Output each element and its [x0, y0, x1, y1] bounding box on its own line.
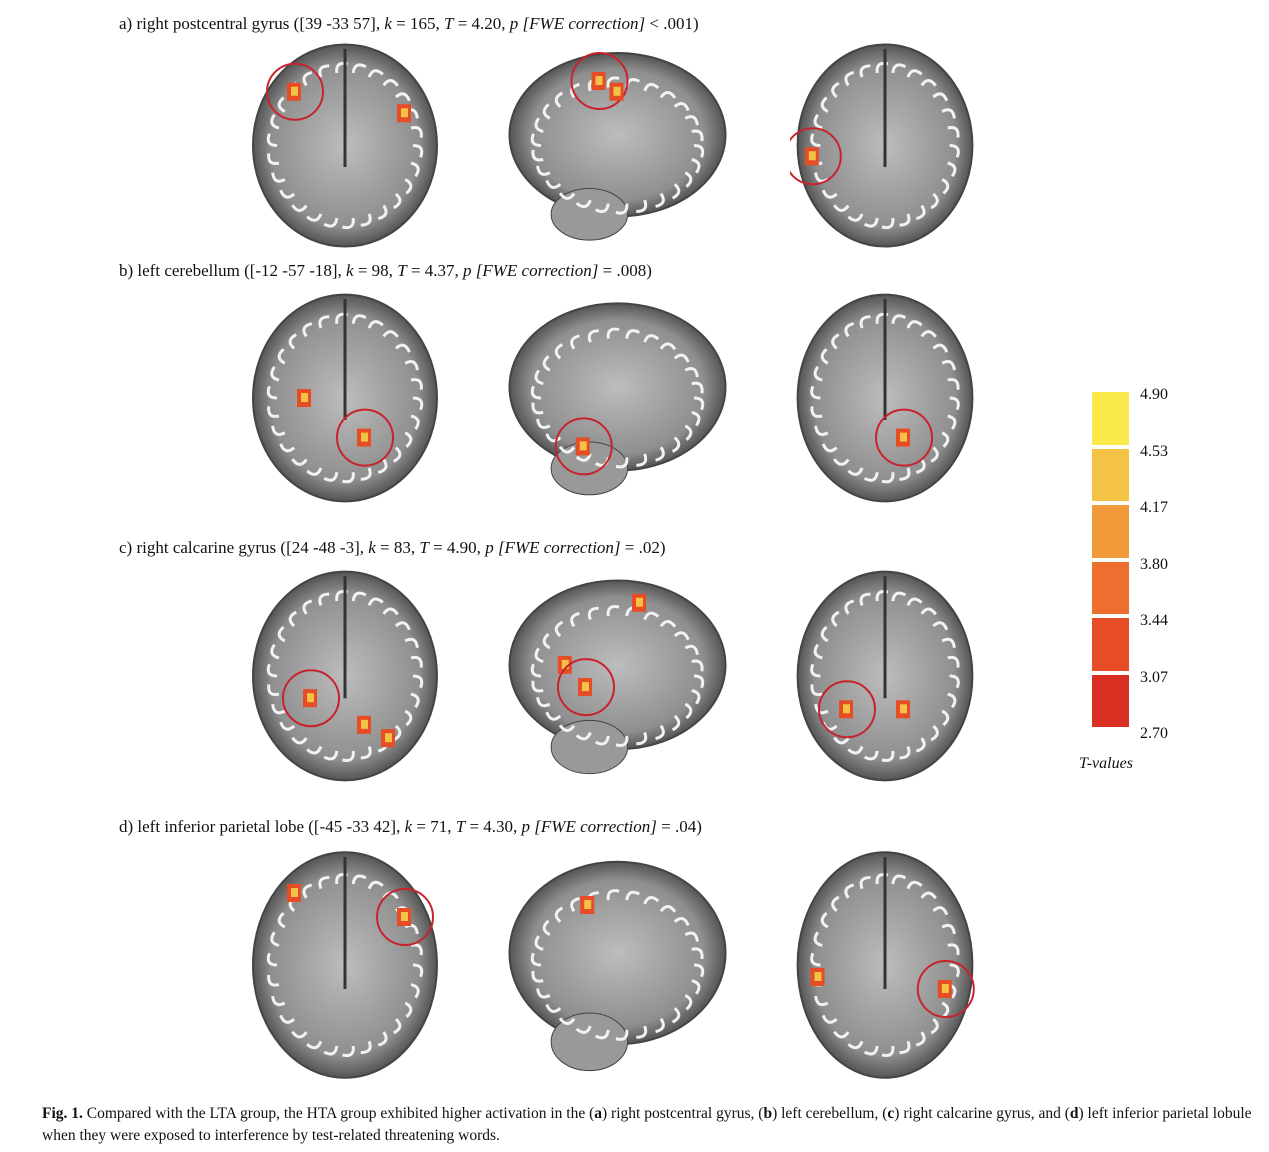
heading-k: k — [384, 14, 392, 33]
colorbar-swatch — [1092, 505, 1129, 558]
brain-slice — [252, 570, 438, 782]
brain-slice — [508, 579, 727, 775]
caption-text: ) left inferior parietal lobule when the… — [42, 1105, 1252, 1144]
colorbar-swatch — [1092, 392, 1129, 445]
heading-T-val: = 4.20, — [453, 14, 510, 33]
panel-heading: d) left inferior parietal lobe ([-45 -33… — [119, 817, 702, 837]
heading-k-val: = 98, — [353, 261, 398, 280]
colorbar-tick-label: 3.07 — [1140, 668, 1168, 686]
heading-fwe: [FWE correction] — [493, 538, 621, 557]
heading-prefix: b) left cerebellum ([-12 -57 -18], — [119, 261, 347, 280]
heading-T: T — [419, 538, 429, 557]
heading-p-val: = .02) — [620, 538, 666, 557]
colorbar-tick-label: 4.90 — [1140, 386, 1168, 403]
colorbar-swatch — [1092, 561, 1129, 614]
heading-fwe: [FWE correction] — [530, 817, 657, 836]
colorbar-tick-label: 4.17 — [1140, 499, 1168, 516]
heading-k: k — [346, 261, 354, 280]
colorbar-swatch — [1092, 618, 1129, 671]
heading-p-val: = .04) — [656, 817, 702, 836]
heading-T: T — [397, 261, 407, 280]
caption-text: Compared with the LTA group, the HTA gro… — [82, 1105, 595, 1122]
brain-slice — [508, 860, 727, 1072]
heading-k-val: = 165, — [391, 14, 444, 33]
brain-slice — [252, 293, 438, 503]
heading-fwe: [FWE correction] — [518, 14, 646, 33]
heading-fwe: [FWE correction] — [471, 261, 599, 280]
caption-label: Fig. 1. — [42, 1105, 83, 1122]
heading-k: k — [368, 538, 376, 557]
caption-text: c — [887, 1105, 895, 1122]
brain-slice — [252, 851, 438, 1079]
caption-text: ) right calcarine gyrus, and ( — [894, 1105, 1070, 1122]
brain-slice — [796, 570, 974, 782]
colorbar-tick-label: 4.53 — [1140, 442, 1168, 460]
heading-prefix: c) right calcarine gyrus ([24 -48 -3], — [119, 538, 369, 557]
heading-T: T — [455, 817, 466, 836]
heading-T: T — [443, 14, 454, 33]
colorbar-tick-label: 3.44 — [1140, 612, 1168, 629]
brain-slice — [252, 43, 438, 248]
figure-caption: Fig. 1. Compared with the LTA group, the… — [42, 1103, 1252, 1147]
heading-p-val: < .001) — [645, 14, 699, 33]
caption-text: ) right postcentral gyrus, ( — [602, 1105, 764, 1122]
panel-heading: a) right postcentral gyrus ([39 -33 57],… — [119, 14, 699, 34]
brain-slice — [508, 52, 727, 241]
panel-heading: c) right calcarine gyrus ([24 -48 -3], k… — [119, 538, 666, 558]
caption-text: b — [763, 1105, 773, 1122]
heading-p: p — [463, 261, 472, 280]
heading-p-val: = .008) — [598, 261, 652, 280]
brain-slice — [796, 293, 974, 503]
caption-text: d — [1069, 1105, 1079, 1122]
heading-p: p — [521, 817, 531, 836]
brain-slice — [790, 43, 974, 248]
colorbar-swatch — [1092, 448, 1129, 501]
colorbar-title: T-values — [1079, 755, 1133, 773]
colorbar-tick-label: 2.70 — [1140, 725, 1168, 742]
heading-prefix: a) right postcentral gyrus ([39 -33 57], — [119, 14, 385, 33]
heading-p: p — [485, 538, 494, 557]
caption-text: ) left cerebellum, ( — [772, 1105, 888, 1122]
panel-heading: b) left cerebellum ([-12 -57 -18], k = 9… — [119, 261, 652, 281]
heading-k-val: = 71, — [412, 817, 456, 836]
heading-k-val: = 83, — [375, 538, 420, 557]
heading-p: p — [509, 14, 519, 33]
colorbar-title-text: T-values — [1079, 755, 1133, 772]
heading-T-val: = 4.30, — [465, 817, 522, 836]
heading-T-val: = 4.37, — [406, 261, 463, 280]
colorbar-tick-label: 3.80 — [1140, 555, 1168, 573]
colorbar-swatch — [1092, 674, 1129, 727]
brain-slice — [508, 302, 727, 496]
heading-T-val: = 4.90, — [428, 538, 486, 557]
heading-prefix: d) left inferior parietal lobe ([-45 -33… — [119, 817, 405, 836]
brain-slice — [796, 851, 975, 1079]
caption-text: a — [594, 1105, 603, 1122]
heading-k: k — [404, 817, 413, 836]
